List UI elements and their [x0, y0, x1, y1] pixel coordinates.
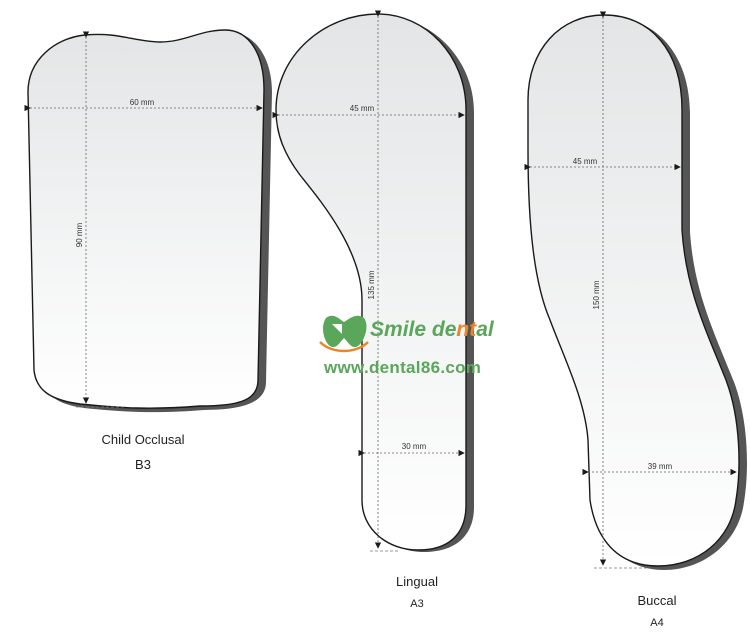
width-label: 60 mm [130, 98, 155, 107]
mirror-child-occlusal: 60 mm 90 mm [24, 29, 272, 413]
bottom-width-label: 39 mm [648, 462, 673, 471]
brand-name: Smile dental [370, 318, 494, 341]
caption-child-occlusal-code: B3 [135, 457, 151, 472]
caption-child-occlusal-name: Child Occlusal [101, 432, 185, 447]
caption-buccal-code: A4 [650, 617, 664, 629]
width-label: 45 mm [573, 157, 598, 166]
bottom-width-label: 30 mm [402, 442, 427, 451]
height-label: 90 mm [75, 222, 84, 247]
caption-buccal-name: Buccal [637, 593, 677, 608]
caption-lingual-code: A3 [410, 598, 424, 610]
mirror-lingual: 45 mm 135 mm 30 mm [272, 10, 474, 552]
caption-lingual-name: Lingual [396, 574, 438, 589]
smile-dental-watermark: Smile dental www.dental86.com [318, 312, 508, 382]
height-label: 150 mm [592, 280, 601, 309]
brand-url: www.dental86.com [324, 358, 482, 377]
height-label: 135 mm [367, 270, 376, 299]
tooth-logo-icon [319, 315, 369, 353]
width-label: 45 mm [350, 104, 375, 113]
mirror-buccal: 45 mm 150 mm 39 mm [524, 11, 747, 570]
